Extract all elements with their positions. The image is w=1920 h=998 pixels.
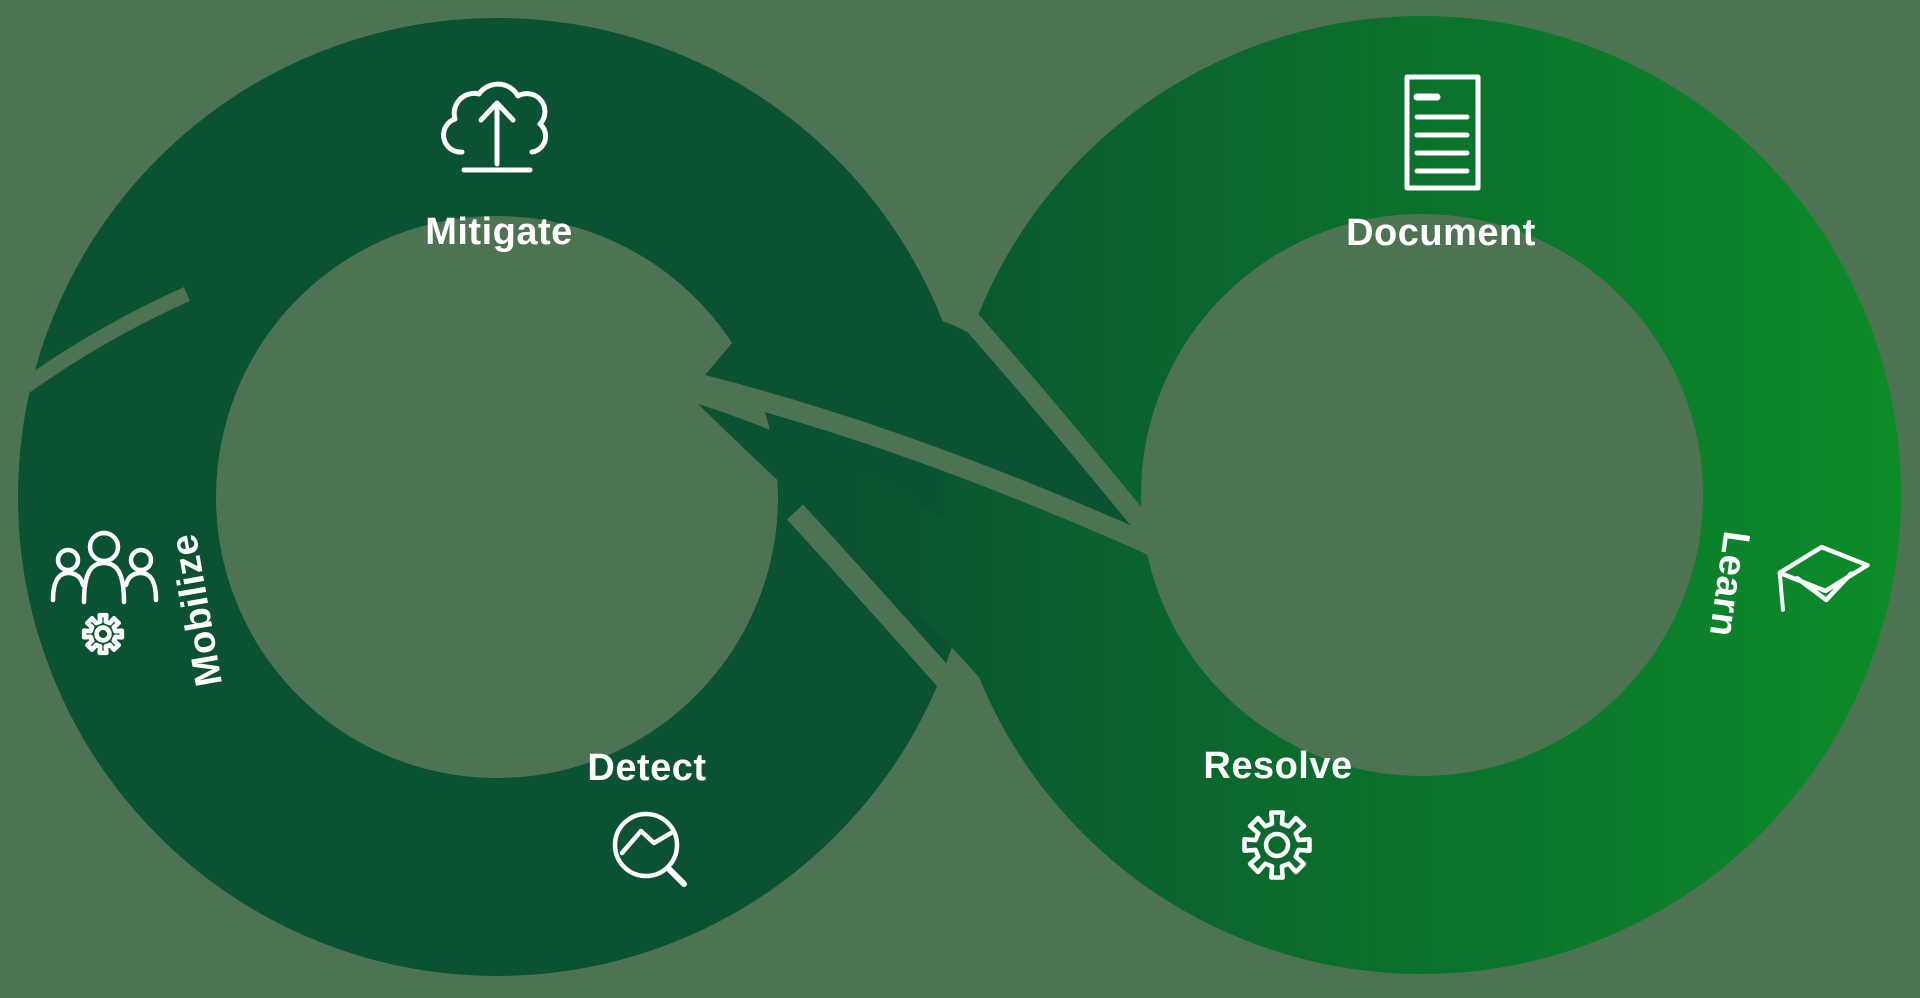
stage-label-resolve: Resolve bbox=[1203, 745, 1352, 787]
stage-label-document: Document bbox=[1346, 212, 1536, 254]
left-loop-terminal-wedge bbox=[695, 309, 1152, 544]
weave-gap-upper bbox=[673, 368, 1202, 576]
weave-gap-lower bbox=[786, 504, 984, 720]
left-tail-seam bbox=[21, 287, 191, 393]
right-loop-tail bbox=[698, 404, 1252, 862]
team-gear-icon bbox=[50, 530, 159, 653]
stage-mitigate: Mitigate bbox=[425, 81, 573, 253]
stage-detect: Detect bbox=[587, 747, 706, 887]
document-icon bbox=[1404, 74, 1481, 191]
stage-label-detect: Detect bbox=[587, 747, 706, 789]
stage-label-mitigate: Mitigate bbox=[425, 211, 573, 253]
weave-gap-right bbox=[938, 286, 1175, 561]
graduation-cap-icon bbox=[1777, 544, 1870, 612]
search-trend-icon bbox=[612, 811, 687, 887]
cloud-upload-icon bbox=[441, 81, 549, 173]
stage-document: Document bbox=[1346, 74, 1536, 254]
stage-resolve: Resolve bbox=[1203, 745, 1352, 878]
